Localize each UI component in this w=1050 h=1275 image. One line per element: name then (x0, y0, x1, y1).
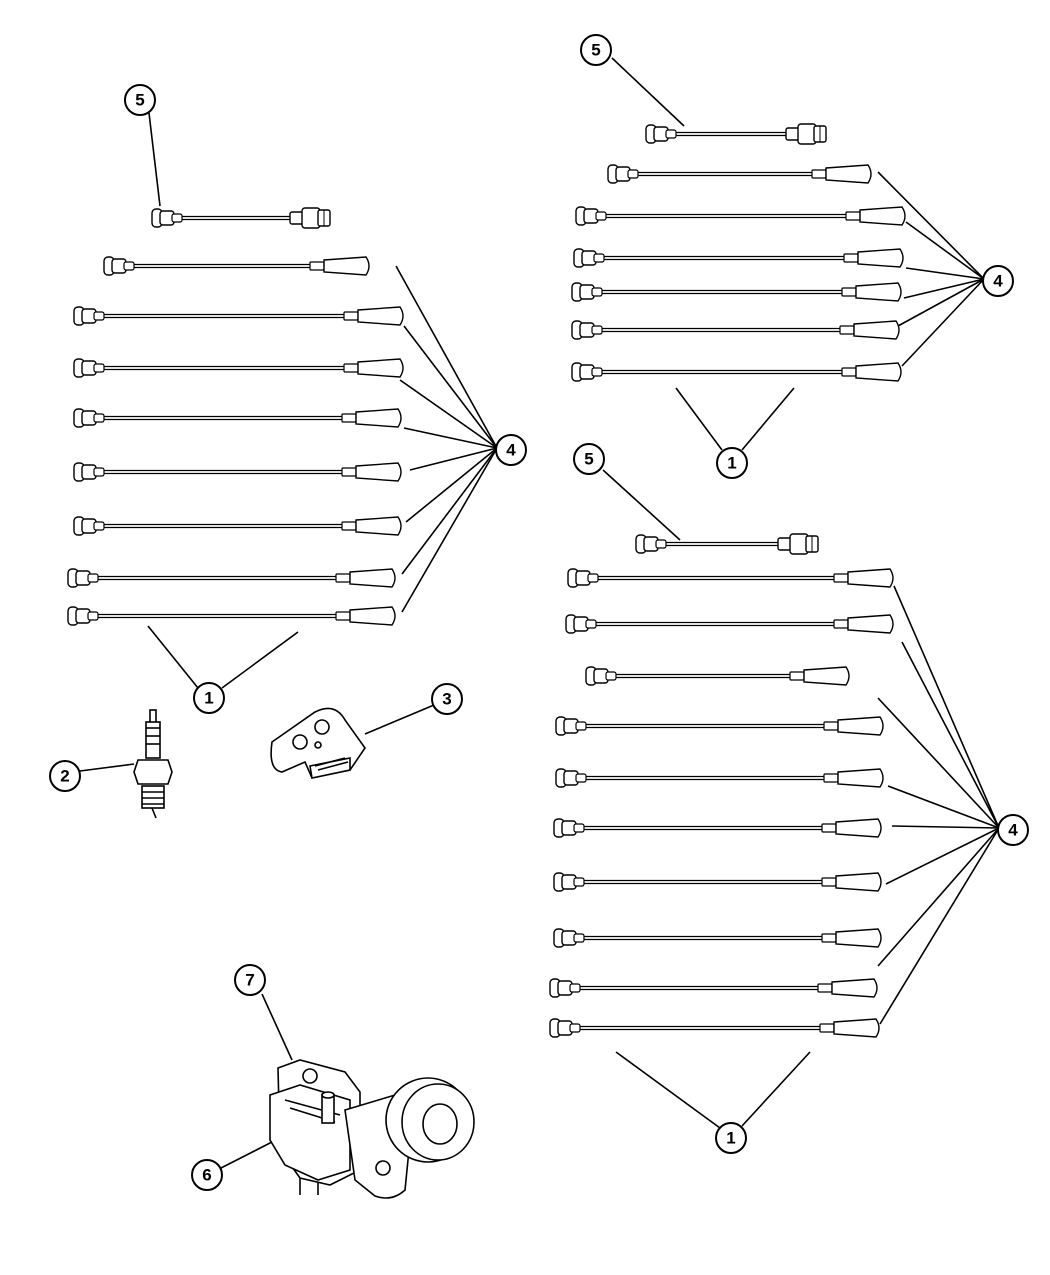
wire-top-right-6 (571, 362, 902, 382)
leader-4-left-8 (401, 447, 498, 613)
leader-4-left-1 (395, 265, 498, 449)
svg-text:6: 6 (202, 1166, 211, 1185)
leader-4-top-right-4 (903, 278, 985, 299)
callout-4-left: 4 (495, 434, 527, 466)
wire-bottom-right-3 (585, 666, 850, 686)
leader-4-left-5 (409, 447, 498, 471)
leader-4-left-7 (401, 447, 498, 575)
wire-bottom-right-2 (565, 614, 894, 634)
wire-retainer (270, 707, 366, 779)
leader-1-left-b (221, 631, 299, 689)
wire-left-7 (67, 568, 396, 588)
leader-4-left-2 (403, 325, 498, 449)
svg-text:5: 5 (584, 450, 593, 469)
leader-2 (79, 763, 135, 772)
wire-top-right-1 (607, 164, 872, 184)
leader-4-left-4 (403, 427, 498, 449)
wire-top-right-3 (573, 248, 904, 268)
leader-4-top-right-1 (877, 171, 985, 280)
svg-text:5: 5 (591, 41, 600, 60)
callout-4-bottom-right: 4 (997, 814, 1029, 846)
leader-4-left-6 (405, 447, 498, 523)
wire-left-4 (73, 408, 402, 428)
wire-top-right-4 (571, 282, 902, 302)
svg-text:5: 5 (135, 91, 144, 110)
callout-4-top-right: 4 (982, 265, 1014, 297)
wire-bottom-right-1 (567, 568, 894, 588)
leader-6 (220, 1141, 273, 1169)
wire-left-5 (73, 462, 402, 482)
leader-5-bottom-right (602, 469, 681, 541)
svg-text:4: 4 (506, 441, 516, 460)
leader-1-left-a (147, 625, 199, 689)
wire-bottom-right-10 (549, 1018, 880, 1038)
leader-1-bottom-right-a (615, 1051, 721, 1129)
leader-4-bottom-right-2 (901, 641, 1000, 829)
leader-4-bottom-right-7 (877, 827, 1000, 967)
svg-text:7: 7 (245, 971, 254, 990)
wire-left-8 (67, 606, 396, 626)
leader-5-top-right (611, 57, 685, 127)
leader-1-top-right-a (675, 387, 723, 451)
ignition-coil-assembly (269, 1059, 475, 1199)
callout-5-left: 5 (124, 84, 156, 116)
wire-bottom-right-4 (555, 716, 884, 736)
leader-4-bottom-right-8 (879, 827, 1000, 1025)
leader-5-left (148, 112, 161, 207)
leader-4-left-3 (399, 379, 498, 449)
wire-left-2 (73, 306, 404, 326)
leader-4-top-right-5 (897, 278, 985, 327)
svg-text:2: 2 (60, 767, 69, 786)
callout-7: 7 (234, 964, 266, 996)
leader-7 (261, 993, 293, 1061)
callout-6: 6 (191, 1159, 223, 1191)
coil-wire-bottom-right (635, 533, 819, 555)
callout-2: 2 (49, 760, 81, 792)
spark-plug (133, 709, 173, 819)
svg-text:1: 1 (204, 689, 213, 708)
leader-4-top-right-3 (905, 267, 985, 280)
leader-3 (364, 704, 435, 735)
leader-lines (79, 57, 1000, 1169)
callouts: 5 4 1 2 3 7 6 5 4 1 5 4 1 (49, 34, 1029, 1191)
leader-4-bottom-right-6 (885, 827, 1000, 885)
callout-5-bottom-right: 5 (573, 443, 605, 475)
callout-1-left: 1 (193, 682, 225, 714)
svg-text:1: 1 (727, 454, 736, 473)
wire-bottom-right-8 (553, 928, 882, 948)
callout-1-bottom-right: 1 (715, 1122, 747, 1154)
leader-4-bottom-right-4 (887, 785, 1000, 829)
leader-4-top-right-2 (905, 221, 985, 280)
wire-left-1 (103, 256, 370, 276)
wire-left-3 (73, 358, 404, 378)
coil-wire-top-right (645, 123, 827, 145)
wire-bottom-right-7 (553, 872, 882, 892)
leader-1-bottom-right-b (741, 1051, 811, 1127)
leader-4-top-right-6 (901, 278, 985, 367)
wire-left-6 (73, 516, 402, 536)
ignition-wires (67, 123, 906, 1038)
svg-text:4: 4 (1008, 821, 1018, 840)
callout-5-top-right: 5 (580, 34, 612, 66)
leader-4-bottom-right-1 (893, 585, 1000, 829)
leader-4-bottom-right-3 (877, 697, 1000, 829)
svg-text:1: 1 (726, 1129, 735, 1148)
wire-bottom-right-5 (555, 768, 884, 788)
coil-wire-left (151, 207, 331, 229)
svg-text:3: 3 (442, 690, 451, 709)
wire-top-right-5 (571, 320, 900, 340)
wire-bottom-right-9 (549, 978, 878, 998)
wire-bottom-right-6 (553, 818, 882, 838)
svg-text:4: 4 (993, 272, 1003, 291)
leader-1-top-right-b (741, 387, 795, 451)
callout-3: 3 (431, 683, 463, 715)
leader-4-bottom-right-5 (891, 825, 1000, 829)
wire-top-right-2 (575, 206, 906, 226)
callout-1-top-right: 1 (716, 447, 748, 479)
